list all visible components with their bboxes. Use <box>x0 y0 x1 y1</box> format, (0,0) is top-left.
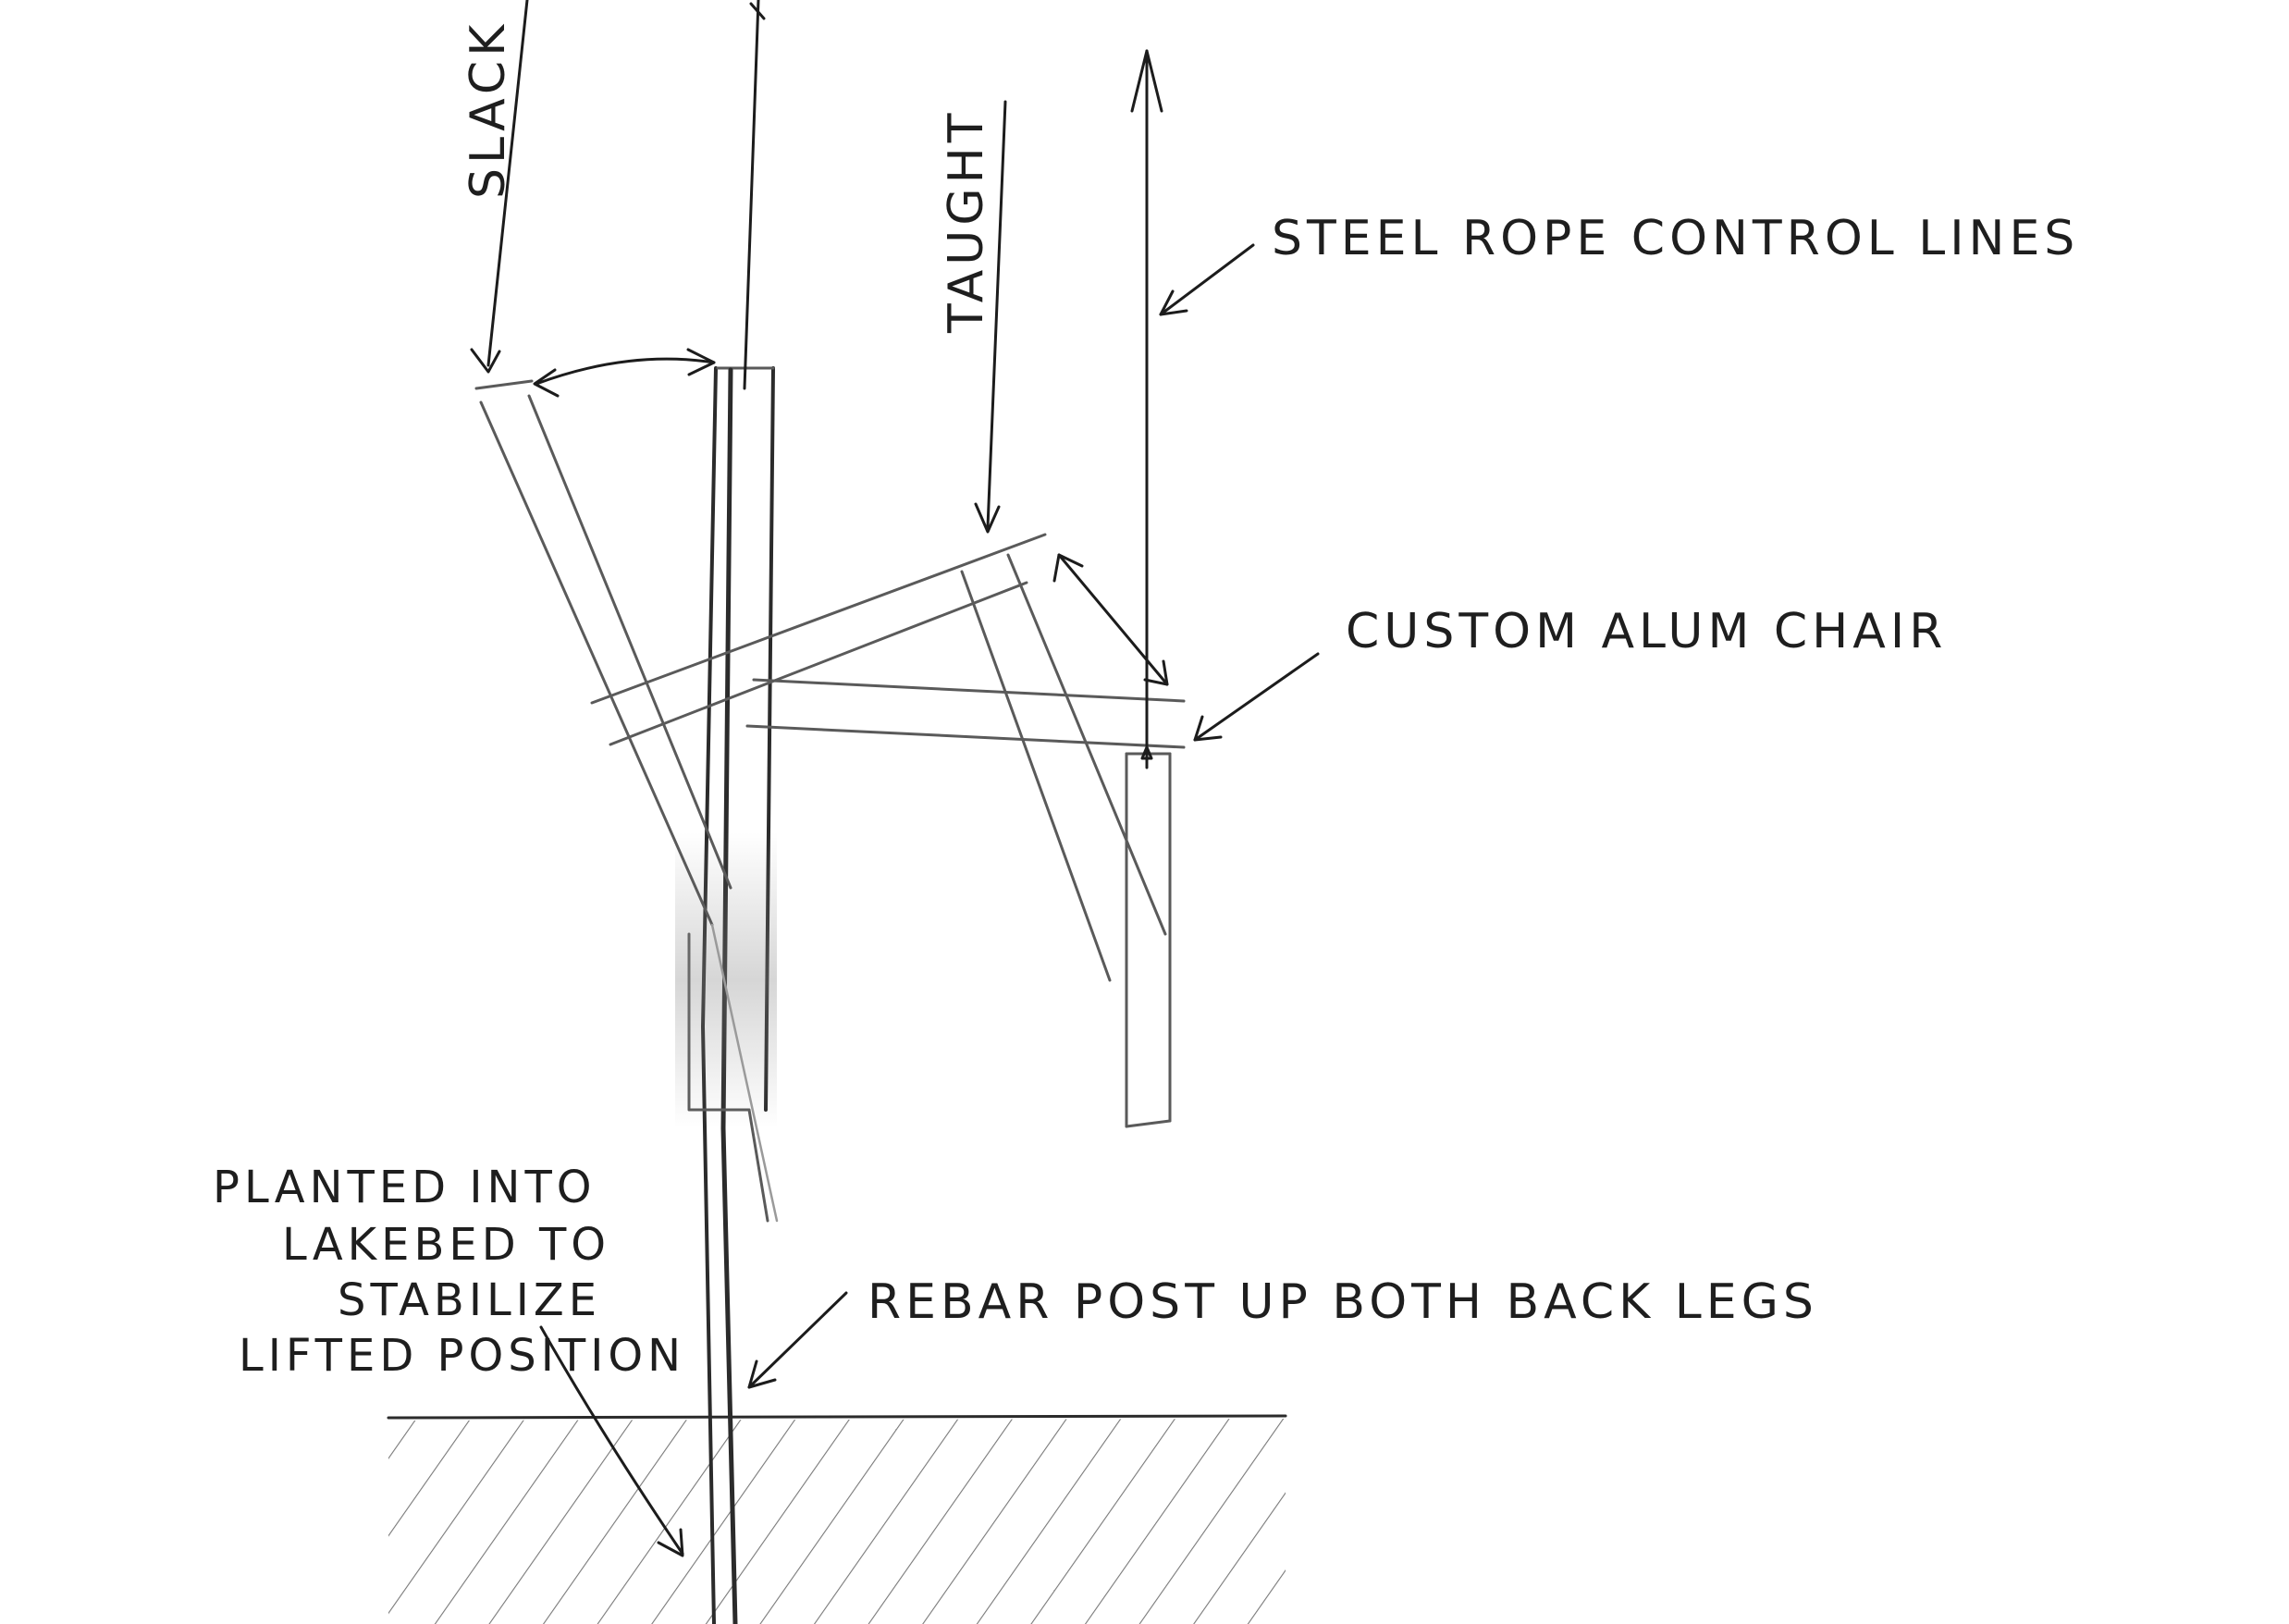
label-steel-rope-control-lines: STEEL ROPE CONTROL LINES <box>1272 211 2079 266</box>
label-planted-line2: LAKEBED TO <box>282 1219 610 1271</box>
label-slack: SLACK <box>461 20 516 199</box>
motion-arrows <box>535 350 1167 684</box>
label-planted-line3: STABILIZE <box>338 1274 601 1326</box>
lakebed <box>388 1416 1286 1624</box>
label-planted-line4: LIFTED POSITION <box>239 1330 685 1382</box>
control-lines <box>472 0 1162 768</box>
label-taught: TAUGHT <box>939 108 994 334</box>
rear-leg <box>962 555 1170 1126</box>
label-custom-alum-chair: CUSTOM ALUM CHAIR <box>1346 604 1947 659</box>
chair-cross-members <box>592 535 1184 747</box>
label-rebar-post: REBAR POST UP BOTH BACK LEGS <box>868 1274 1818 1330</box>
label-planted-line1: PLANTED INTO <box>213 1162 597 1213</box>
